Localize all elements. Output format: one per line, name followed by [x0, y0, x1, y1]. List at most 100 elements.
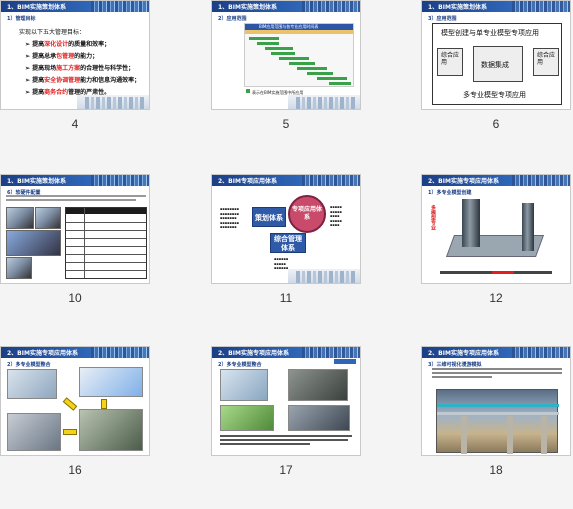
slide-17[interactable]: 2、BIM实施专项应用体系 2）多专业模型整合: [211, 346, 361, 456]
gantt-header: BIM应用范围与各专业应用时间表: [245, 24, 353, 30]
walkthrough-render: [436, 389, 559, 454]
slide-header: 1、BIM实施策划体系: [422, 1, 570, 12]
lead-text: 实现以下五大管理目标：: [19, 29, 86, 36]
slide-5[interactable]: 1、BIM实施策划体系 2）应用范围 BIM应用范围与各专业应用时间表 表示在B…: [211, 0, 361, 110]
application-diagram: 模型创建与单专业模型专项应用 综合应用 数据集成 综合应用 多专业模型专项应用: [432, 23, 562, 105]
workstation-photo: [6, 207, 34, 229]
slide-4[interactable]: 1、BIM实施策划体系 1）管理目标 实现以下五大管理目标： 提高深化设计的质量…: [0, 0, 150, 110]
diagram-top-text: 模型创建与单专业模型专项应用: [441, 29, 539, 37]
left-list: ▪▪▪▪▪▪▪▪ ▪▪▪▪▪▪▪▪ ▪▪▪▪▪▪▪ ▪▪▪▪▪▪▪▪ ▪▪▪▪▪…: [220, 207, 239, 230]
slide-header: 2、BIM实施专项应用体系: [1, 347, 149, 358]
paragraph-line: [432, 372, 562, 374]
diagram-right-text: 综合应用: [537, 52, 556, 66]
slide-header: 2、BIM专项应用体系: [212, 175, 360, 186]
diagram-left-text: 综合应用: [441, 52, 460, 66]
model-render: [220, 405, 274, 431]
plan-system-box: 策划体系: [252, 207, 286, 227]
slide-11[interactable]: 2、BIM专项应用体系 ▪▪▪▪▪▪▪▪ ▪▪▪▪▪▪▪▪ ▪▪▪▪▪▪▪ ▪▪…: [211, 174, 361, 284]
paragraph-line: [432, 376, 492, 378]
slide-number: 5: [282, 117, 290, 131]
slide-header-title: 2、BIM实施专项应用体系: [7, 350, 78, 357]
slide-header: 1、BIM实施策划体系: [1, 175, 149, 186]
diagram-right-block: [533, 48, 559, 76]
diagram-center-block: [473, 46, 523, 82]
hardware-table: [65, 207, 147, 279]
caption-line: [220, 435, 352, 437]
model-render: [7, 369, 57, 399]
slide-header: 1、BIM实施策划体系: [212, 1, 360, 12]
diagram-center-text: 数据集成: [481, 61, 509, 69]
model-render: [288, 405, 350, 431]
footer-skyline: [288, 95, 360, 109]
column: [461, 416, 467, 454]
slide-header-title: 1、BIM实施策划体系: [428, 4, 487, 11]
goal-item: 提高总承包管理的能力；: [25, 51, 98, 60]
slide-subtitle: 3）应用范围: [428, 16, 457, 22]
slide-header: 2、BIM实施专项应用体系: [212, 347, 360, 358]
pipe: [437, 412, 559, 415]
building-tower: [462, 199, 480, 247]
slide-number: 16: [68, 463, 82, 477]
slide-10[interactable]: 1、BIM实施策划体系 6）软硬件配置: [0, 174, 150, 284]
slide-number: 12: [489, 291, 503, 305]
slide-subtitle: 3）三维可视化漫游模拟: [428, 362, 482, 368]
pipe: [437, 404, 559, 407]
arrow-icon: [62, 397, 78, 411]
paragraph-line: [432, 368, 562, 370]
model-render: [7, 413, 61, 451]
model-render: [79, 409, 143, 451]
slide-subtitle: 6）软硬件配置: [7, 190, 41, 196]
legend-note: 表示在BIM实施范围中所应用: [252, 90, 304, 95]
gantt-table: BIM应用范围与各专业应用时间表: [244, 23, 354, 87]
slide-subtitle: 1）多专业模型创建: [428, 190, 472, 196]
workstation-photo: [6, 230, 61, 256]
slide-header-title: 1、BIM实施策划体系: [7, 178, 66, 185]
arrow-icon: [101, 399, 107, 409]
slide-number: 4: [71, 117, 79, 131]
workstation-photo: [35, 207, 61, 229]
column: [507, 416, 513, 454]
bottom-list: ▪▪▪▪▪▪ ▪▪▪▪▪ ▪▪▪▪▪▪: [274, 257, 289, 271]
goal-item: 提高深化设计的质量和效率；: [25, 39, 110, 48]
slide-12[interactable]: 2、BIM实施专项应用体系 1）多专业模型创建 多模型专业: [421, 174, 571, 284]
slide-header-title: 2、BIM实施专项应用体系: [428, 350, 499, 357]
slide-number: 10: [68, 291, 82, 305]
slide-header: 2、BIM实施专项应用体系: [422, 175, 570, 186]
diagram-bottom-text: 多专业模型专项应用: [463, 91, 526, 99]
goal-item: 提高商务合约管理的严肃性。: [25, 87, 110, 96]
slide-subtitle: 2）应用范围: [218, 16, 247, 22]
caption-line: [220, 439, 348, 441]
goal-item: 提高安全协调管理能力和信息沟通效率；: [25, 75, 140, 84]
model-render: [220, 369, 268, 401]
slide-header: 2、BIM实施专项应用体系: [422, 347, 570, 358]
slide-number: 11: [279, 291, 293, 305]
special-application-circle: 专项应用体系: [288, 195, 326, 233]
slide-header-title: 2、BIM实施专项应用体系: [218, 350, 289, 357]
caption-line: [220, 443, 310, 445]
slide-18[interactable]: 2、BIM实施专项应用体系 3）三维可视化漫游模拟: [421, 346, 571, 456]
slide-16[interactable]: 2、BIM实施专项应用体系 2）多专业模型整合: [0, 346, 150, 456]
footer-skyline: [77, 95, 149, 109]
slide-subtitle: 2）多专业模型整合: [7, 362, 51, 368]
right-list: ▪▪▪▪▪ ▪▪▪▪▪ ▪▪▪▪ ▪▪▪▪▪ ▪▪▪▪: [330, 205, 342, 228]
goal-item: 提高现场施工方案的合理性与科学性；: [25, 63, 134, 72]
slide-subtitle: 1）管理目标: [7, 16, 36, 22]
slide-6[interactable]: 1、BIM实施策划体系 3）应用范围 模型创建与单专业模型专项应用 综合应用 数…: [421, 0, 571, 110]
footer-skyline: [288, 269, 360, 283]
side-label: 多模型专业: [430, 205, 436, 230]
slide-header-title: 1、BIM实施策划体系: [218, 4, 277, 11]
building-tower: [522, 203, 534, 251]
slide-header-title: 2、BIM专项应用体系: [218, 178, 277, 185]
model-render: [79, 367, 143, 397]
integrated-management-box: 综合管理体系: [270, 233, 306, 253]
corner-tag: [334, 359, 356, 364]
slide-header: 1、BIM实施策划体系: [1, 1, 149, 12]
column: [541, 416, 547, 454]
slide-header-title: 1、BIM实施策划体系: [7, 4, 66, 11]
paragraph-line: [6, 195, 146, 197]
slide-number: 17: [279, 463, 293, 477]
legend-swatch: [246, 89, 250, 93]
model-render: [288, 369, 348, 401]
caption-highlight: [492, 271, 514, 274]
slide-header-title: 2、BIM实施专项应用体系: [428, 178, 499, 185]
